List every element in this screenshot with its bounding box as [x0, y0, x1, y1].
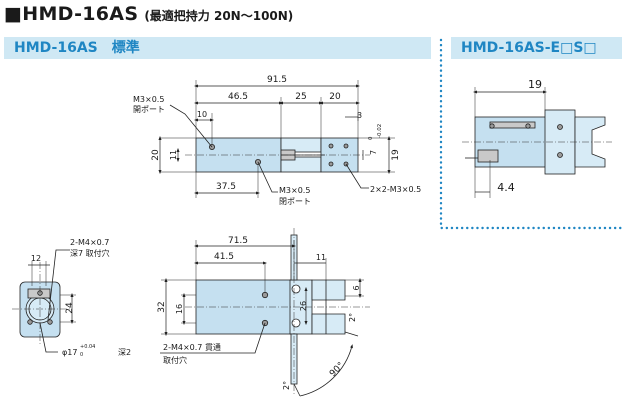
dim-46-5: 46.5 — [228, 92, 248, 102]
end-dim-24: 24 — [65, 302, 75, 314]
front-view-pivot — [291, 284, 301, 294]
option-dim-19: 19 — [528, 78, 542, 91]
option-view-sensor — [477, 149, 499, 163]
top-view-jaw-hole — [343, 143, 349, 149]
option-view: 19 4.4 — [462, 78, 612, 198]
end-callout-depth: 深7 取付穴 — [70, 248, 110, 258]
option-dim-4-4: 4.4 — [497, 181, 515, 194]
option-section-header: HMD-16AS-E□S□ — [451, 37, 622, 59]
standard-model-label: HMD-16AS — [14, 40, 98, 56]
front-dim-32: 32 — [157, 301, 167, 312]
front-dim-26: 26 — [299, 301, 308, 311]
end-callout-phi: φ17 — [62, 348, 77, 357]
callout-jaw-thread: 2×2-M3×0.5 — [370, 185, 421, 194]
callout-close-port-label: 閉ポート — [279, 197, 311, 206]
option-model-label: HMD-16AS-E□S□ — [461, 40, 597, 56]
front-dim-71-5: 71.5 — [228, 236, 248, 246]
option-view-finger — [574, 116, 606, 168]
end-dim-12: 12 — [31, 254, 41, 263]
end-callout-depth-2: 深2 — [118, 348, 131, 357]
end-view-mount-hole — [47, 319, 53, 325]
title-grip-force: (最適把持力 20N～100N) — [144, 9, 294, 23]
dim-7: 7 — [369, 150, 378, 155]
top-view-jaw-block — [320, 137, 359, 173]
dim-3: 3 — [357, 111, 362, 120]
end-view-mount-hole — [27, 319, 33, 325]
front-dim-41-5: 41.5 — [214, 252, 234, 262]
dim-19: 19 — [391, 149, 401, 161]
phi-tol-upper: +0.04 — [80, 344, 95, 350]
front-view-finger-tip-upper — [311, 279, 346, 301]
top-view: 91.5 46.5 25 20 10 3 20 11 7 0 -0.02 19 … — [133, 75, 421, 206]
front-view-finger-tip-lower — [311, 313, 346, 335]
dim-20-left: 20 — [151, 149, 161, 161]
dim-11: 11 — [169, 150, 178, 160]
end-view: 12 24 2-M4×0.7 深7 取付穴 φ17 +0.04 0 深2 — [12, 238, 131, 358]
front-callout-mount: 取付穴 — [163, 355, 187, 365]
dim-37-5: 37.5 — [216, 182, 236, 192]
section-divider — [439, 38, 627, 230]
standard-type-label: 標準 — [111, 40, 140, 56]
callout-open-port-label: 開ポート — [133, 105, 165, 114]
tol-7-upper: 0 — [368, 136, 374, 140]
front-view: 71.5 41.5 11 32 16 26 6 2° 2° 90° 2 — [157, 228, 370, 397]
front-dim-90-deg: 90° — [328, 361, 346, 379]
dim-10: 10 — [197, 110, 207, 119]
top-view-jaw-hole — [328, 161, 334, 167]
front-view-pivot — [291, 318, 301, 328]
front-callout-thread: 2-M4×0.7 貫通 — [163, 342, 221, 352]
dim-25: 25 — [295, 92, 306, 102]
title-model: ■HMD-16AS — [4, 3, 139, 25]
page-title: ■HMD-16AS (最適把持力 20N～100N) — [4, 3, 293, 25]
tol-7-lower: -0.02 — [377, 124, 383, 138]
front-dim-16: 16 — [175, 304, 184, 314]
top-view-jaw-hole — [328, 143, 334, 149]
dim-20-right: 20 — [329, 92, 341, 102]
standard-section-header: HMD-16AS 標準 — [4, 37, 431, 59]
callout-close-port-size: M3×0.5 — [279, 186, 310, 195]
callout-open-port-size: M3×0.5 — [133, 95, 164, 104]
front-dim-2-deg-right: 2° — [348, 313, 357, 322]
front-dim-6: 6 — [352, 285, 361, 290]
front-dim-11: 11 — [316, 253, 326, 262]
phi-tol-lower: 0 — [80, 352, 83, 358]
dim-91-5: 91.5 — [267, 75, 287, 85]
end-callout-thread: 2-M4×0.7 — [70, 238, 109, 247]
front-view-mount-hole — [261, 291, 269, 299]
front-dim-2-deg-bottom: 2° — [282, 381, 291, 390]
